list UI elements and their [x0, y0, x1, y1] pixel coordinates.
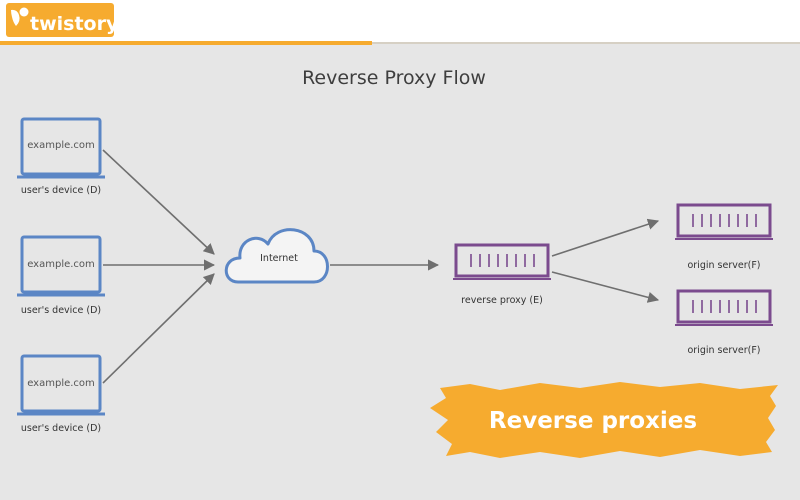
connector-arrows — [102, 149, 660, 384]
arrow-device3-to-internet — [102, 273, 215, 384]
diagram-title: Reverse Proxy Flow — [302, 67, 486, 89]
origin-server-label: origin server(F) — [687, 260, 760, 271]
device-label: user's device (D) — [21, 185, 101, 196]
user-device-1: example.com user's device (D) — [17, 117, 105, 196]
header-progress-track — [372, 42, 800, 44]
internet-label: Internet — [260, 253, 298, 264]
user-device-3: example.com user's device (D) — [17, 354, 105, 434]
laptop-icon — [17, 354, 105, 416]
device-label: user's device (D) — [21, 305, 101, 316]
origin-server-1: origin server(F) — [675, 203, 773, 271]
brand-name: twistory — [30, 13, 119, 35]
topic-banner: Reverse proxies — [430, 382, 778, 458]
arrow-proxy-to-server1 — [551, 218, 660, 257]
brand-logo: twistory — [6, 3, 119, 37]
origin-server-label: origin server(F) — [687, 345, 760, 356]
device-screen-text: example.com — [27, 378, 95, 389]
arrow-device1-to-internet — [102, 149, 215, 255]
laptop-icon — [17, 117, 105, 179]
arrow-proxy-to-server2 — [551, 271, 660, 303]
reverse-proxy-node: reverse proxy (E) — [453, 243, 551, 306]
laptop-icon — [17, 235, 105, 297]
header-progress-line — [0, 41, 372, 45]
device-screen-text: example.com — [27, 140, 95, 151]
brand-mark-icon — [6, 3, 114, 37]
device-screen-text: example.com — [27, 259, 95, 270]
server-icon — [675, 203, 773, 240]
brand-dot-icon — [19, 7, 29, 17]
user-device-2: example.com user's device (D) — [17, 235, 105, 316]
internet-node: Internet — [224, 228, 329, 284]
header-bar — [0, 0, 800, 45]
device-label: user's device (D) — [21, 423, 101, 434]
banner-text: Reverse proxies — [489, 408, 697, 434]
cloud-icon — [224, 228, 329, 284]
origin-server-2: origin server(F) — [675, 289, 773, 356]
brand-swirl-icon — [11, 9, 20, 26]
brush-stroke-shape — [430, 382, 778, 458]
reverse-proxy-label: reverse proxy (E) — [461, 295, 543, 306]
server-icon — [675, 289, 773, 326]
server-icon — [453, 243, 551, 280]
